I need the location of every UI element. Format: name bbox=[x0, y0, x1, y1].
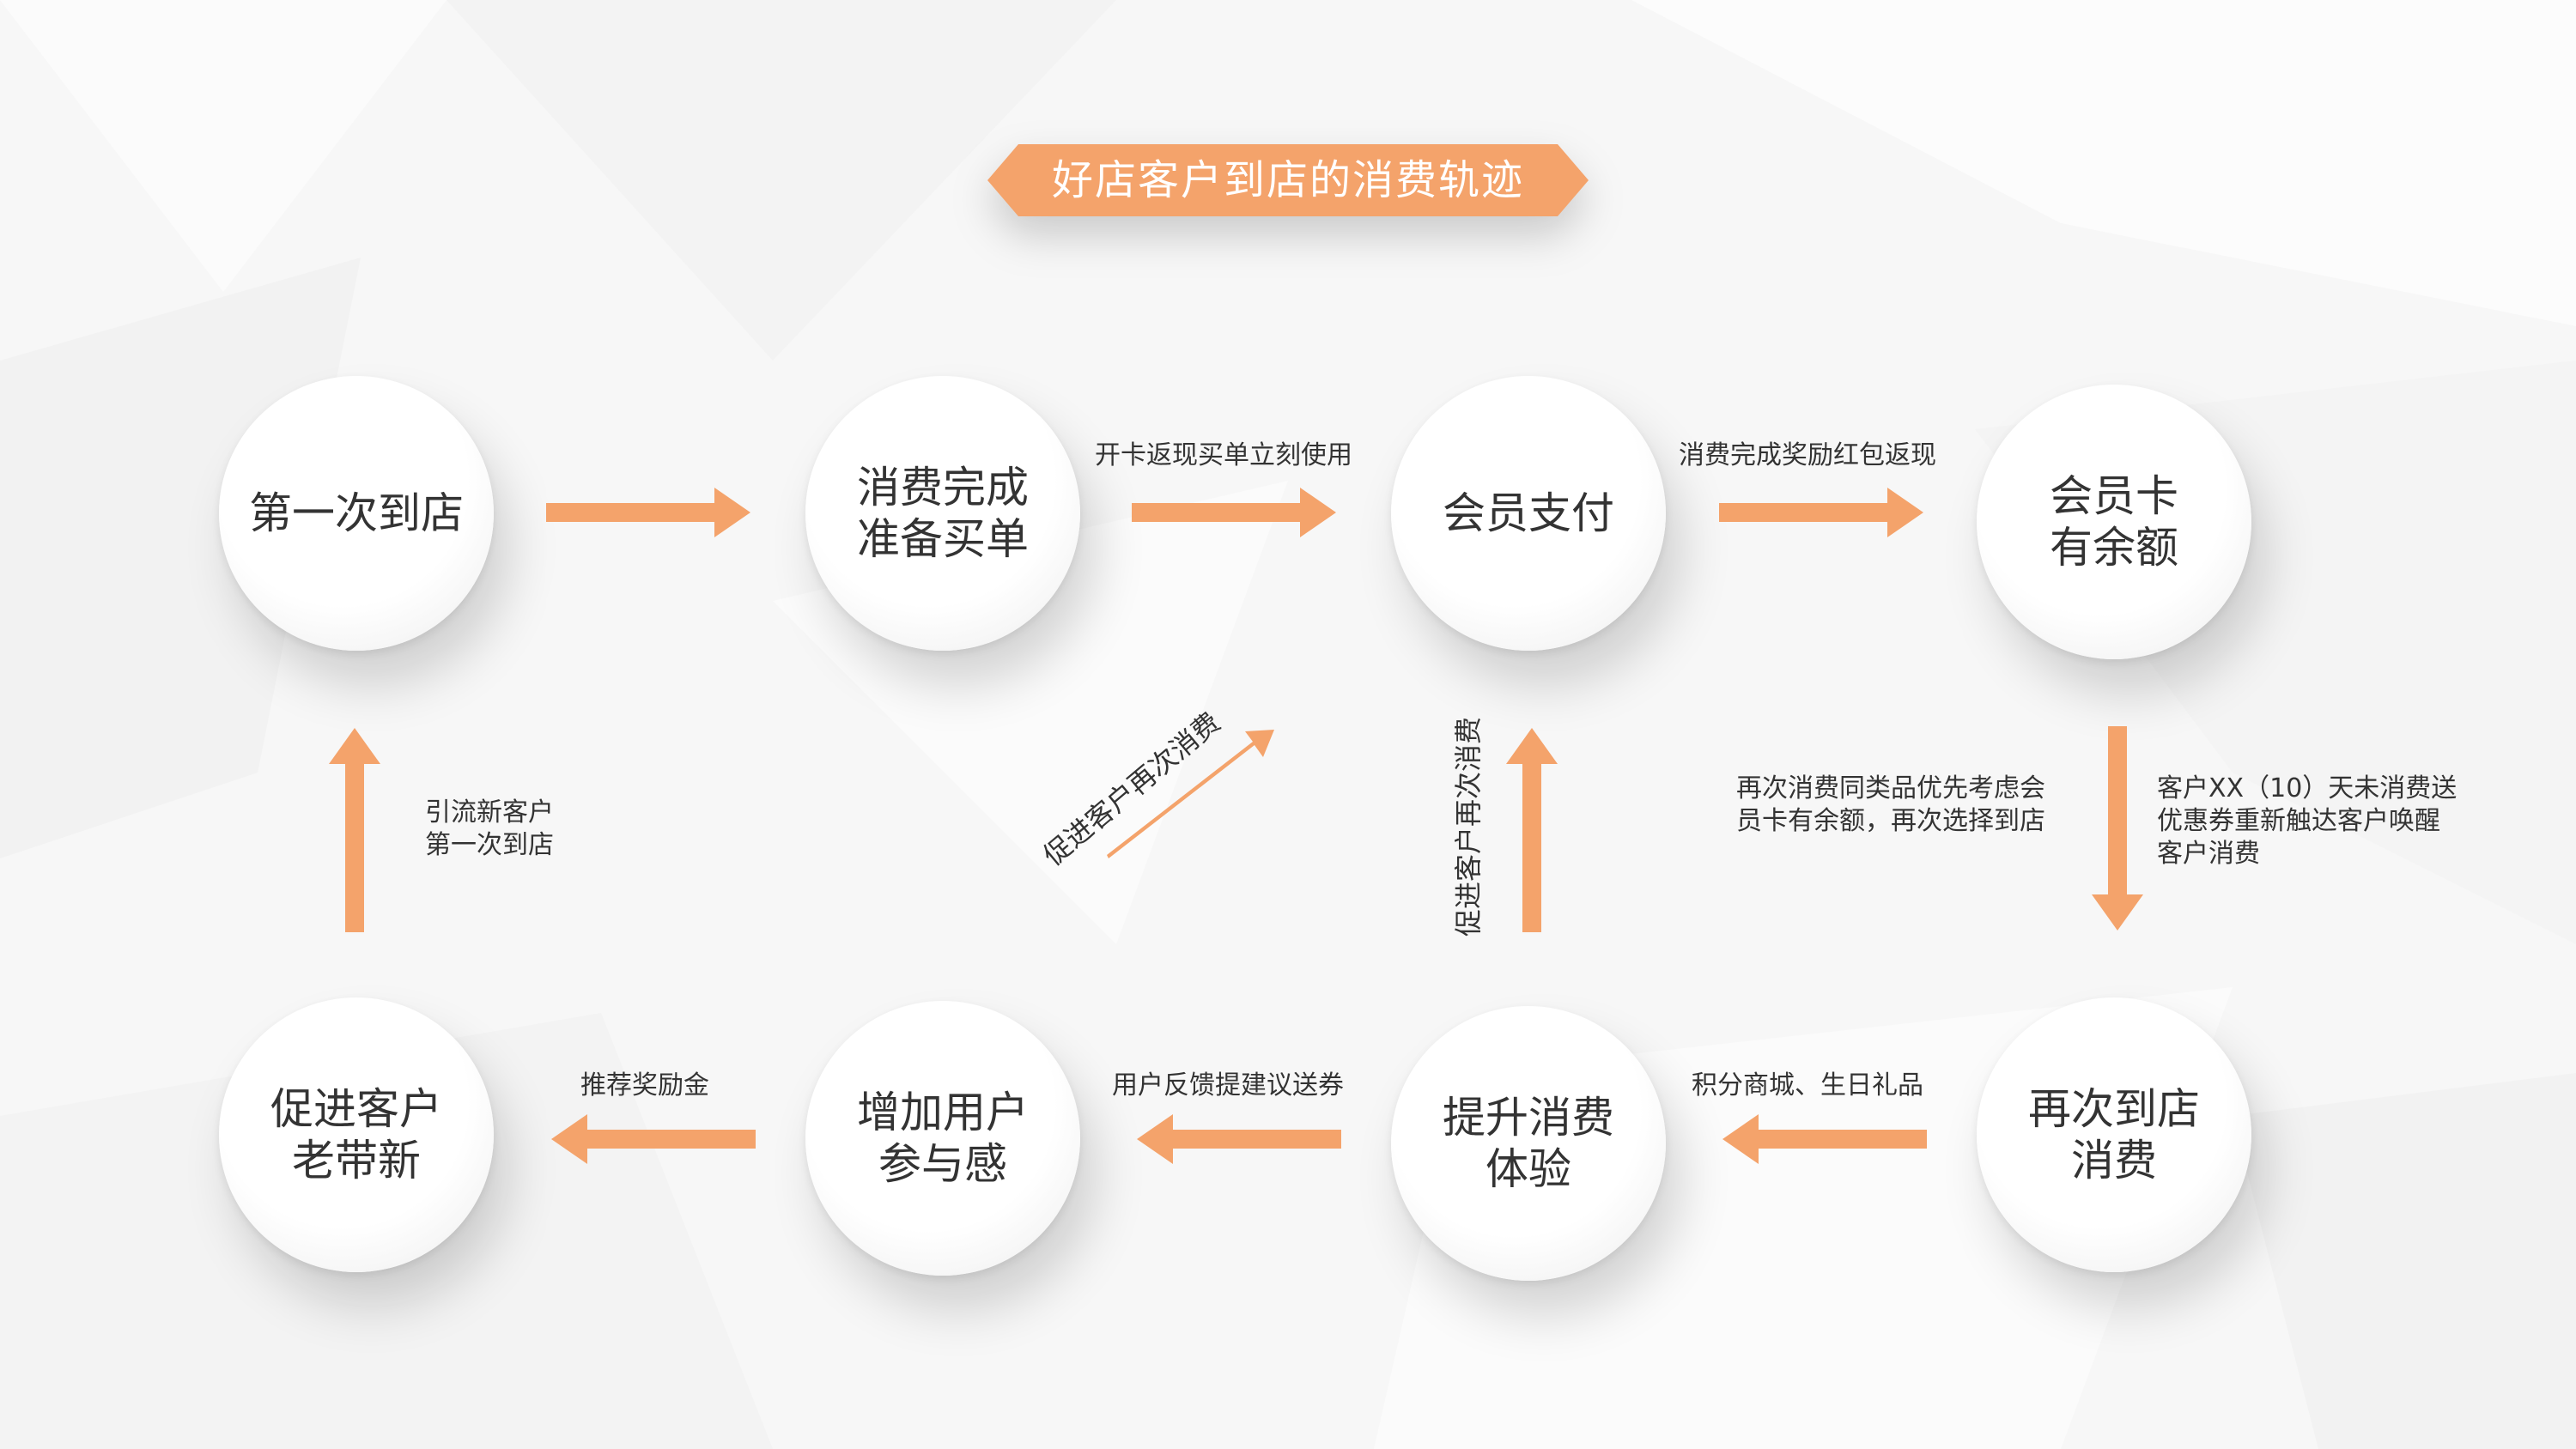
title-banner: 好店客户到店的消费轨迹 bbox=[987, 144, 1589, 216]
note-feedback-coupon: 用户反馈提建议送券 bbox=[1112, 1070, 1344, 1100]
arrow-diagonal bbox=[1107, 730, 1274, 858]
node-label: 会员卡 有余额 bbox=[2050, 471, 2178, 573]
node-member-pay: 会员支付 bbox=[1391, 376, 1666, 651]
arrow-right-3 bbox=[1719, 488, 1923, 537]
arrow-down bbox=[2092, 726, 2143, 931]
note-points-gift: 积分商城、生日礼品 bbox=[1692, 1070, 1923, 1100]
note-vertical-repeat: 促进客户再次消费 bbox=[1452, 716, 1485, 937]
arrow-left-3 bbox=[551, 1114, 756, 1164]
page-title: 好店客户到店的消费轨迹 bbox=[1051, 156, 1524, 204]
note-card-cashback: 开卡返现买单立刻使用 bbox=[1095, 440, 1352, 470]
node-label: 促进客户 老带新 bbox=[270, 1084, 442, 1185]
node-participation: 增加用户 参与感 bbox=[805, 1001, 1080, 1276]
node-label: 提升消费 体验 bbox=[1443, 1093, 1614, 1194]
note-balance-priority: 再次消费同类品优先考虑会 员卡有余额，再次选择到店 bbox=[1736, 773, 2045, 836]
arrow-left-1 bbox=[1722, 1114, 1927, 1164]
arrow-right-2 bbox=[1132, 488, 1336, 537]
node-label: 增加用户 参与感 bbox=[857, 1088, 1029, 1189]
node-first-visit: 第一次到店 bbox=[219, 376, 494, 651]
arrow-up-middle bbox=[1506, 728, 1558, 932]
node-label: 再次到店 消费 bbox=[2028, 1084, 2200, 1185]
note-red-packet: 消费完成奖励红包返现 bbox=[1679, 440, 1936, 470]
arrow-left-2 bbox=[1137, 1114, 1341, 1164]
note-new-customer: 引流新客户 第一次到店 bbox=[425, 797, 554, 860]
node-label: 会员支付 bbox=[1443, 488, 1614, 538]
node-revisit: 再次到店 消费 bbox=[1977, 997, 2251, 1272]
note-referral-bonus: 推荐奖励金 bbox=[580, 1070, 709, 1100]
node-label: 消费完成 准备买单 bbox=[857, 463, 1029, 564]
node-ready-order: 消费完成 准备买单 bbox=[805, 376, 1080, 651]
node-referral: 促进客户 老带新 bbox=[219, 997, 494, 1272]
banner-shape bbox=[987, 144, 1589, 216]
note-coupon-reactivate: 客户XX（10）天未消费送 优惠券重新触达客户唤醒 客户消费 bbox=[2157, 773, 2458, 869]
arrow-right-1 bbox=[546, 488, 750, 537]
arrow-up-left bbox=[329, 728, 380, 932]
node-upgrade-experience: 提升消费 体验 bbox=[1391, 1006, 1666, 1281]
node-label: 第一次到店 bbox=[249, 488, 464, 538]
node-card-balance: 会员卡 有余额 bbox=[1977, 385, 2251, 659]
